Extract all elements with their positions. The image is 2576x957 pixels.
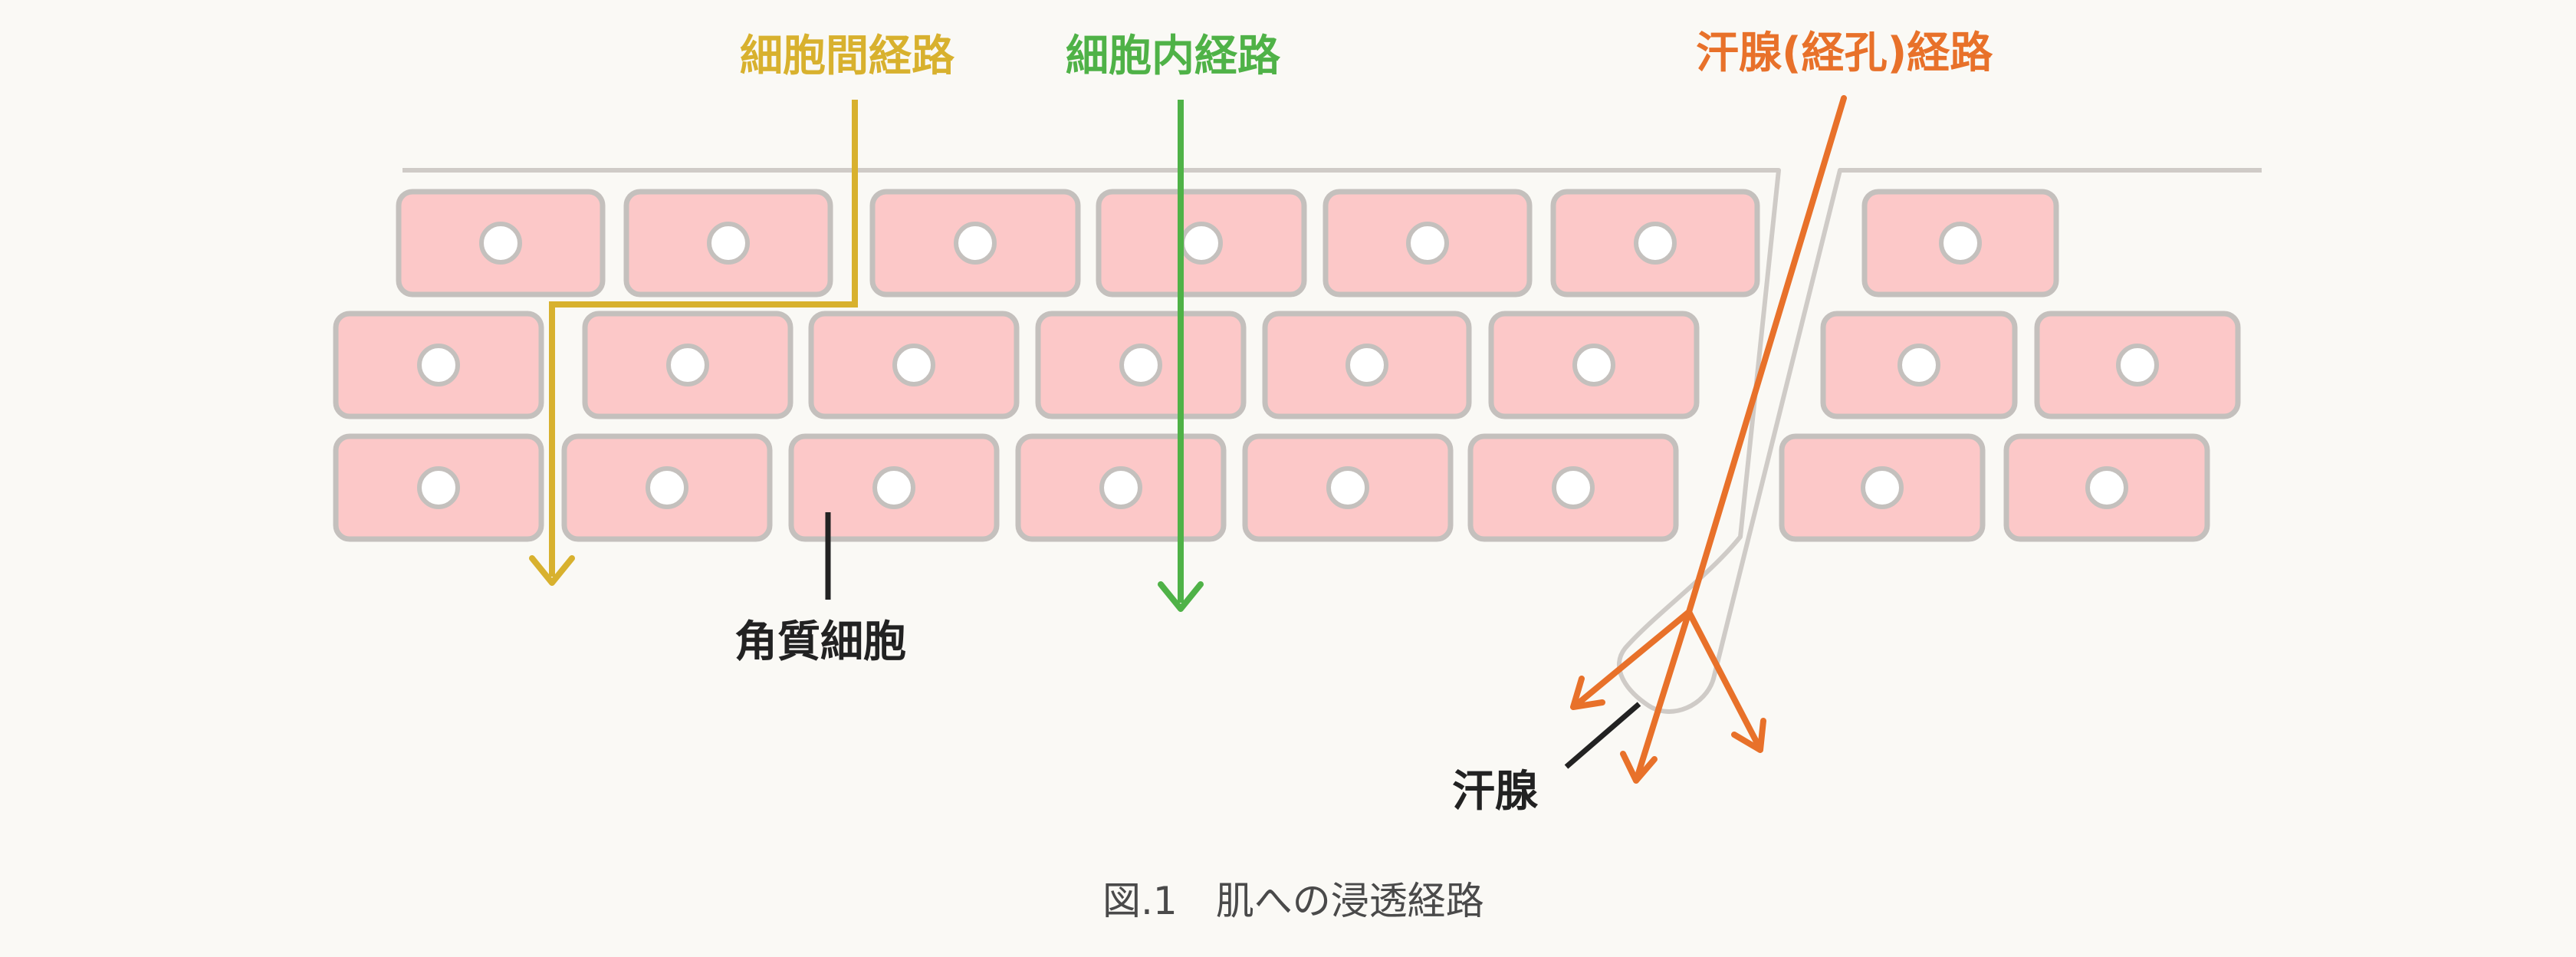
corneocyte-cell	[2034, 311, 2241, 419]
corneocyte-cell	[1096, 189, 1307, 298]
corneocyte-cell	[1779, 433, 1986, 542]
corneocyte-cell	[396, 189, 606, 298]
corneocyte-cell	[788, 433, 1000, 542]
corneocyte-cell	[808, 311, 1020, 419]
corneocyte-cell	[561, 433, 773, 542]
sweat-gland-branch-left	[1572, 609, 1692, 709]
sweat-gland-route-label: 汗腺(経孔)経路	[1696, 28, 1993, 78]
figure-caption: 図.1 肌への浸透経路	[1102, 879, 1484, 923]
corneocyte-cell	[1322, 189, 1533, 298]
cell-nucleus	[479, 222, 522, 265]
cell-nucleus	[2085, 466, 2128, 509]
cell-nucleus	[1572, 344, 1615, 386]
intercellular-route-path	[549, 100, 858, 577]
cell-nucleus	[1346, 344, 1388, 386]
corneocyte-cell	[1015, 433, 1227, 542]
sweat-gland-branch-right	[1686, 609, 1763, 751]
cell-nucleus	[1898, 344, 1940, 386]
intracellular-route-arrowhead	[1158, 581, 1204, 612]
cell-nucleus	[707, 222, 750, 265]
sweat-gland-route-arrow	[1570, 95, 1847, 784]
sweat-gland-branch-middle-arrowhead	[1620, 751, 1658, 784]
corneocyte-label: 角質細胞	[734, 617, 906, 667]
corneocyte-cell	[623, 189, 833, 298]
corneocyte-cell	[1035, 311, 1247, 419]
cell-nucleus	[417, 344, 460, 386]
sweat-gland-label: 汗腺	[1452, 767, 1538, 817]
cell-nucleus	[1099, 466, 1142, 509]
cell-nucleus	[417, 466, 460, 509]
cell-nucleus	[1326, 466, 1369, 509]
corneocyte-cell	[869, 189, 1081, 298]
intercellular-route-arrowhead	[529, 555, 575, 586]
cell-nucleus	[666, 344, 709, 386]
cell-nucleus	[954, 222, 997, 265]
cell-nucleus	[2116, 344, 2159, 386]
corneocyte-cell	[1861, 189, 2059, 298]
cell-nucleus	[1939, 222, 1982, 265]
cell-nucleus	[892, 344, 935, 386]
intercellular-route-label: 細胞間経路	[740, 31, 955, 81]
cell-nucleus	[1552, 466, 1595, 509]
sweat-gland-branch-middle	[1634, 609, 1692, 781]
corneocyte-cell	[1262, 311, 1472, 419]
cell-nucleus	[1406, 222, 1449, 265]
corneocyte-cell	[333, 311, 544, 419]
corneocyte-cell	[1488, 311, 1700, 419]
corneocyte-cell	[1550, 189, 1760, 298]
cell-nucleus	[872, 466, 915, 509]
sweat-gland-pointer-line	[1564, 702, 1641, 769]
corneocyte-cell	[1467, 433, 1679, 542]
intracellular-route-arrow	[1158, 100, 1204, 612]
cell-nucleus	[1634, 222, 1677, 265]
cell-nucleus	[1180, 222, 1223, 265]
corneocyte-cell	[2003, 433, 2210, 542]
intracellular-route-label: 細胞内経路	[1066, 31, 1280, 81]
corneocyte-cell	[582, 311, 794, 419]
corneocyte-cell	[333, 433, 544, 542]
cell-row-3	[333, 433, 2210, 542]
sweat-gland-branch-right-arrowhead	[1731, 718, 1766, 753]
cell-nucleus	[1119, 344, 1162, 386]
cell-row-2	[333, 311, 2241, 419]
corneocyte-cell	[1242, 433, 1454, 542]
corneocyte-cell	[1820, 311, 2018, 419]
sweat-gland-branch-left-arrowhead	[1570, 676, 1605, 710]
intercellular-route-arrow	[529, 100, 858, 586]
cell-nucleus	[646, 466, 688, 509]
cell-row-1	[396, 189, 2059, 298]
cell-nucleus	[1861, 466, 1904, 509]
sweat-gland-route-path	[1686, 95, 1847, 615]
